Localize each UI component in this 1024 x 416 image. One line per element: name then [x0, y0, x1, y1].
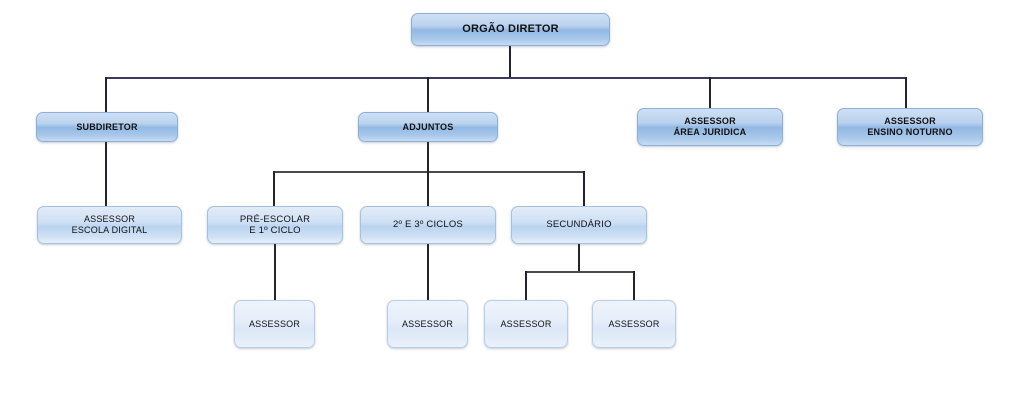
node-subdiretor-label: SUBDIRETOR [76, 121, 138, 132]
node-2-3-ciclos[interactable]: 2º E 3º CICLOS [360, 206, 496, 244]
connector-drop-adjuntos [427, 77, 429, 112]
node-assessor-secundario-2-label: ASSESSOR [608, 318, 660, 329]
node-assessor-ciclos-label: ASSESSOR [401, 318, 454, 329]
connector-ciclos-to-assessor [427, 244, 429, 300]
node-assessor-pre-escolar[interactable]: ASSESSOR [234, 300, 315, 348]
node-assessor-area-juridica-label-line1: ASSESSOR [684, 116, 736, 127]
node-pre-escolar-1-ciclo-label-line2: E 1º CICLO [249, 225, 301, 236]
node-assessor-secundario-1[interactable]: ASSESSOR [484, 300, 568, 348]
connector-secundario-stem [578, 244, 580, 273]
connector-drop-subdiretor [105, 77, 107, 112]
node-assessor-secundario-1-label: ASSESSOR [500, 318, 552, 329]
connector-root-stem [509, 45, 511, 78]
node-orgao-diretor[interactable]: ORGÃO DIRETOR [411, 13, 610, 46]
node-adjuntos-label: ADJUNTOS [402, 121, 454, 132]
connector-adjuntos-stem [427, 142, 429, 172]
node-orgao-diretor-label: ORGÃO DIRETOR [462, 23, 559, 36]
connector-drop-assessor-juridica [709, 77, 711, 108]
node-assessor-area-juridica[interactable]: ASSESSOR ÁREA JURIDICA [637, 108, 783, 146]
node-assessor-ensino-noturno-label-line1: ASSESSOR [884, 116, 936, 127]
connector-subdiretor-to-escola-digital [105, 142, 107, 206]
connector-level2-bus [105, 77, 906, 79]
connector-drop-assessor-noturno [905, 77, 907, 108]
node-pre-escolar-1-ciclo-label-line1: PRÉ-ESCOLAR [239, 213, 311, 225]
connector-drop-assessor-4 [633, 271, 635, 301]
connector-pre-escolar-to-assessor [274, 244, 276, 300]
node-assessor-area-juridica-label-line2: ÁREA JURIDICA [673, 127, 747, 137]
node-assessor-secundario-2[interactable]: ASSESSOR [592, 300, 676, 348]
node-secundario-label: SECUNDÁRIO [546, 219, 612, 231]
connector-drop-assessor-3 [525, 271, 527, 301]
node-pre-escolar-1-ciclo[interactable]: PRÉ-ESCOLAR E 1º CICLO [207, 206, 343, 244]
node-assessor-escola-digital-label-line1: ASSESSOR [83, 214, 136, 225]
node-assessor-pre-escolar-label: ASSESSOR [248, 318, 301, 329]
node-assessor-escola-digital[interactable]: ASSESSOR ESCOLA DIGITAL [37, 206, 182, 244]
node-subdiretor[interactable]: SUBDIRETOR [36, 112, 178, 142]
node-assessor-escola-digital-label-line2: ESCOLA DIGITAL [71, 225, 148, 235]
node-adjuntos[interactable]: ADJUNTOS [358, 112, 498, 142]
node-2-3-ciclos-label: 2º E 3º CICLOS [393, 219, 463, 231]
connector-drop-ciclos [427, 171, 429, 206]
connector-drop-secundario [583, 171, 585, 206]
connector-secundario-bus [525, 271, 635, 273]
node-assessor-ensino-noturno[interactable]: ASSESSOR ENSINO NOTURNO [837, 108, 983, 146]
node-assessor-ensino-noturno-label-line2: ENSINO NOTURNO [867, 127, 953, 137]
node-secundario[interactable]: SECUNDÁRIO [511, 206, 647, 244]
connector-drop-pre-escolar [273, 171, 275, 206]
node-assessor-ciclos[interactable]: ASSESSOR [387, 300, 468, 348]
